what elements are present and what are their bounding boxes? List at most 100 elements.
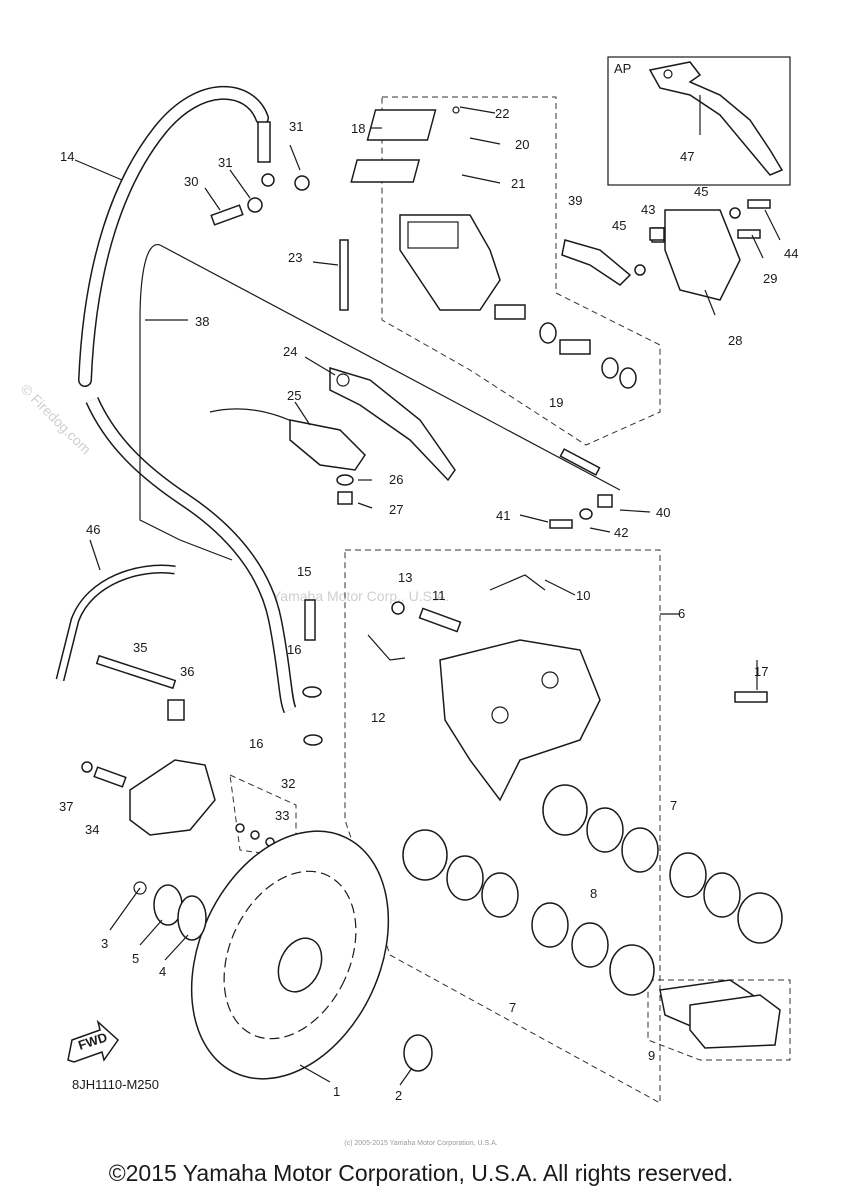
callout-5: 5 xyxy=(132,951,139,966)
bolt-29 xyxy=(737,229,761,239)
callout-13: 13 xyxy=(398,570,412,585)
switch-25 xyxy=(289,419,366,471)
pistons xyxy=(402,784,783,996)
clip-3 xyxy=(133,881,147,895)
side-watermark: © Firedog.com xyxy=(18,381,94,457)
cable-25 xyxy=(209,408,301,426)
callout-32: 32 xyxy=(281,776,295,791)
washer-16b xyxy=(303,734,323,746)
rear-bracket xyxy=(81,654,275,847)
callout-36: 36 xyxy=(180,664,194,679)
diaphragm xyxy=(350,159,421,183)
ap-label: AP xyxy=(614,61,631,76)
nut-27 xyxy=(337,491,353,505)
center-watermark: Yamaha Motor Corp., U.S.A. xyxy=(272,588,449,604)
callout-26: 26 xyxy=(389,472,403,487)
callout-33: 33 xyxy=(275,808,289,823)
callout-43: 43 xyxy=(641,202,655,217)
callout-1: 1 xyxy=(333,1084,340,1099)
washer-42 xyxy=(579,508,593,520)
callout-3: 3 xyxy=(101,936,108,951)
bolt-15 xyxy=(304,599,316,641)
fwd-arrow-icon xyxy=(67,1019,119,1063)
callout-20: 20 xyxy=(515,137,529,152)
collar-40 xyxy=(597,494,613,508)
fasteners xyxy=(210,175,771,746)
washer-16a xyxy=(302,686,322,698)
caliper xyxy=(367,574,601,802)
callout-45b: 45 xyxy=(612,218,626,233)
callout-16b: 16 xyxy=(249,736,263,751)
bolt-30 xyxy=(210,204,244,226)
diagram-code: 8JH1110-M250 xyxy=(72,1077,159,1092)
master-cylinder-outline xyxy=(381,96,661,446)
washer-31b xyxy=(294,175,310,191)
fwd-arrow: FWD xyxy=(67,1019,119,1063)
leader-lines xyxy=(74,95,781,1086)
callout-46: 46 xyxy=(86,522,100,537)
callout-19: 19 xyxy=(549,395,563,410)
bolt-41 xyxy=(549,519,573,529)
washer-45b xyxy=(634,264,646,276)
pin-34 xyxy=(93,766,127,788)
bleeder-12 xyxy=(367,634,406,661)
banjo-fitting xyxy=(257,121,271,163)
callout-6: 6 xyxy=(678,606,685,621)
washer-37 xyxy=(81,761,93,773)
switch-assembly xyxy=(289,419,613,529)
callout-42: 42 xyxy=(614,525,628,540)
callout-41: 41 xyxy=(496,508,510,523)
bracket-28 xyxy=(664,209,741,301)
callout-31b: 31 xyxy=(289,119,303,134)
callout-35: 35 xyxy=(133,640,147,655)
callout-11: 11 xyxy=(432,588,446,603)
ap-frame xyxy=(607,56,791,186)
brake-disc xyxy=(133,830,433,1080)
callout-40: 40 xyxy=(656,505,670,520)
nut-26 xyxy=(336,474,354,486)
seal-4 xyxy=(177,895,207,941)
callout-25: 25 xyxy=(287,388,301,403)
callout-8: 8 xyxy=(590,886,597,901)
master-cylinder xyxy=(329,106,741,482)
callout-24: 24 xyxy=(283,344,297,359)
callout-18: 18 xyxy=(351,121,365,136)
cap-2 xyxy=(403,1034,433,1072)
master-cylinder-body xyxy=(399,214,501,311)
callout-16a: 16 xyxy=(287,642,301,657)
callout-38: 38 xyxy=(195,314,209,329)
spring-36 xyxy=(167,699,185,721)
spring-10 xyxy=(489,574,546,591)
pin-11 xyxy=(418,607,462,633)
callout-44: 44 xyxy=(784,246,798,261)
callout-7b: 7 xyxy=(509,1000,516,1015)
caliper-body xyxy=(439,639,601,802)
plug-13 xyxy=(391,601,405,615)
copyright-notice: ©2015 Yamaha Motor Corporation, U.S.A. A… xyxy=(108,1160,734,1186)
ap-inset: AP xyxy=(607,56,791,186)
callout-34: 34 xyxy=(85,822,99,837)
callout-39: 39 xyxy=(568,193,582,208)
callout-4: 4 xyxy=(159,964,166,979)
callout-22: 22 xyxy=(495,106,509,121)
callout-37: 37 xyxy=(59,799,73,814)
callout-7a: 7 xyxy=(670,798,677,813)
callout-10: 10 xyxy=(576,588,590,603)
callout-47: 47 xyxy=(680,149,694,164)
bracket-body xyxy=(129,759,216,836)
washer-31a xyxy=(247,197,263,213)
cable-38 xyxy=(139,244,233,561)
washer-45a xyxy=(729,207,741,219)
fine-print: (c) 2005-2015 Yamaha Motor Corporation, … xyxy=(344,1140,498,1147)
callouts: 1 2 3 4 5 6 7 7 8 9 10 11 12 13 14 15 16… xyxy=(59,106,798,1103)
brake-lever xyxy=(329,366,456,482)
ap-lever-icon xyxy=(648,61,784,176)
collar-43 xyxy=(649,227,665,241)
caliper-outline xyxy=(344,549,661,1104)
bolt-17 xyxy=(734,691,768,703)
brake-pads xyxy=(659,979,781,1049)
callout-14: 14 xyxy=(60,149,74,164)
callout-12: 12 xyxy=(371,710,385,725)
hoses xyxy=(55,85,621,714)
